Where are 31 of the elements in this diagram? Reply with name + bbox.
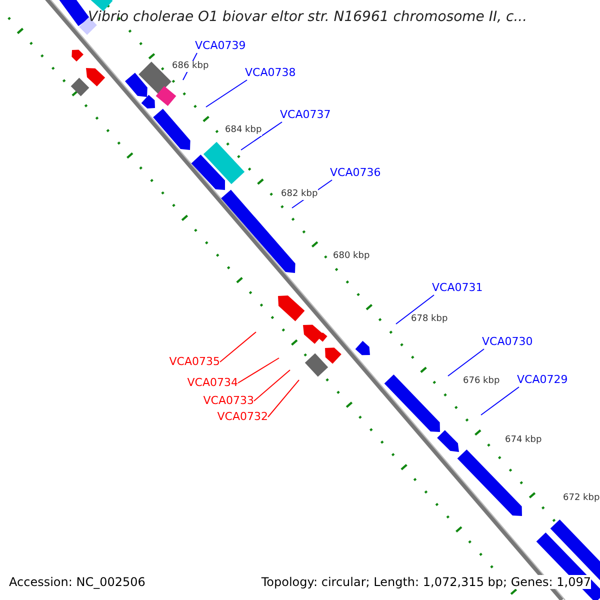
scale-label: 686 kbp [172, 60, 209, 72]
leader-line [480, 386, 520, 416]
gene-label: VCA0733 [203, 394, 254, 408]
gene-label: VCA0736 [330, 166, 381, 180]
leader-line [206, 80, 248, 108]
gene-label: VCA0739 [195, 39, 246, 53]
footer-text: Accession: NC_002506 [9, 575, 146, 589]
title: Vibrio cholerae O1 biovar eltor str. N16961 chromosome II, c... [88, 8, 528, 26]
scale-label: 674 kbp [505, 434, 542, 446]
gene-label: VCA0735 [169, 355, 220, 369]
gene-label: VCA0737 [280, 108, 331, 122]
leader-line [240, 122, 282, 150]
leader-line [220, 332, 256, 362]
leader-line [448, 348, 484, 376]
scale-label: 680 kbp [333, 250, 370, 262]
gene-label: VCA0734 [187, 376, 238, 390]
gene-label: VCA0729 [517, 373, 568, 387]
gene-label: VCA0732 [217, 410, 268, 424]
leader-line [254, 370, 290, 402]
scale-label: 682 kbp [281, 188, 318, 200]
scale-label: 676 kbp [463, 376, 500, 386]
scale-label: 678 kbp [411, 314, 448, 324]
scale-label: 684 kbp [225, 124, 262, 136]
gene-label: VCA0738 [245, 66, 296, 80]
leader-line [238, 358, 280, 384]
footer-text: Topology: circular; Length: 1,072,315 bp; Genes: 1,097 [261, 575, 591, 589]
scale-label: 672 kbp [563, 492, 600, 504]
leader-line [396, 294, 434, 324]
leader-line [268, 380, 300, 418]
gene-label: VCA0730 [482, 335, 533, 349]
gene-label: VCA0731 [432, 281, 483, 295]
